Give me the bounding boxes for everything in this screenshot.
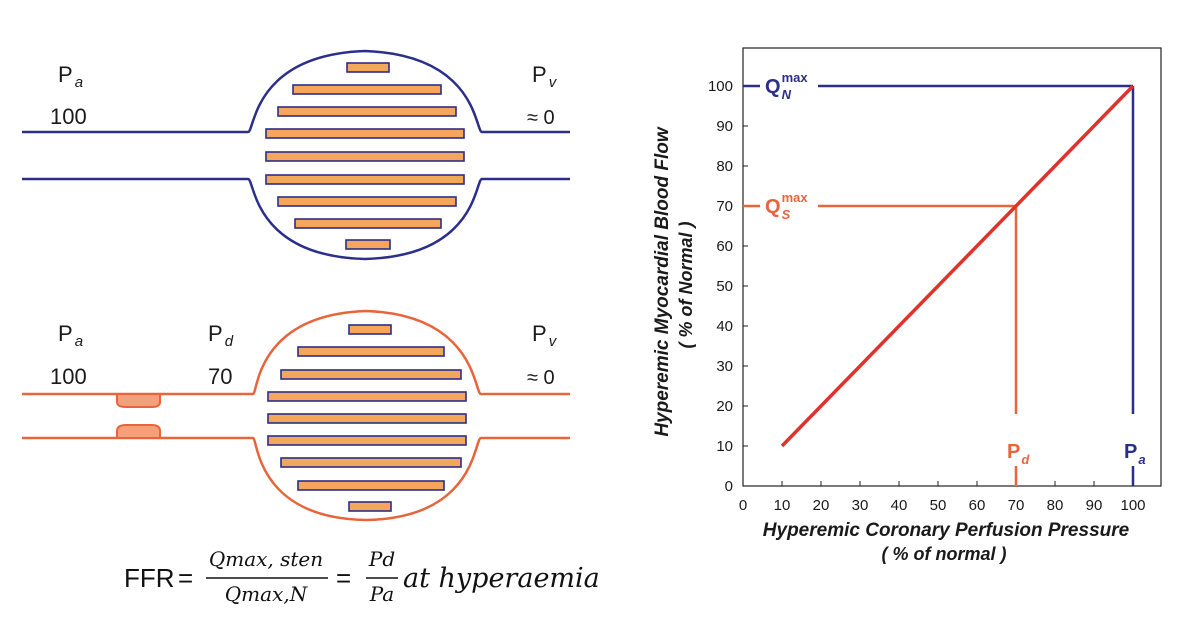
chart-frame — [742, 47, 1162, 487]
y-tick-label: 30 — [716, 358, 733, 375]
x-tick-label: 30 — [852, 497, 869, 514]
formula-ffr: FFR — [124, 563, 175, 593]
capillary-bar — [280, 457, 462, 468]
capillary-bar — [297, 346, 445, 357]
capillary-bar — [267, 391, 467, 402]
ffr-formula: FFR = Qmax, sten Qmax,N = Pd Pa at hyper… — [124, 547, 600, 606]
top-pa-value: 100 — [50, 104, 87, 129]
chart-series — [780, 84, 1135, 448]
capillary-bar — [345, 239, 391, 250]
y-tick-label: 80 — [716, 158, 733, 175]
formula-tail: at hyperaemia — [403, 563, 600, 594]
bottom-pv-value: ≈ 0 — [527, 367, 555, 389]
formula-numerator-2: Pd — [368, 547, 395, 571]
chart-guide-lines — [743, 84, 1135, 486]
x-tick-label: 10 — [774, 497, 791, 514]
capillary-bar — [348, 501, 392, 512]
y-tick-label: 10 — [716, 438, 733, 455]
formula-denominator-2: Pa — [369, 582, 394, 606]
bottom-pd-value: 70 — [208, 364, 232, 389]
capillary-bar — [297, 480, 445, 491]
formula-denominator-1: Qmax,N — [225, 582, 309, 606]
capillary-bar — [294, 218, 442, 229]
y-tick-label: 100 — [708, 78, 733, 95]
stenosis-capillary-bars — [267, 324, 467, 512]
capillary-bar — [265, 128, 465, 139]
x-tick-label: 60 — [969, 497, 986, 514]
pa-label: Pa — [1124, 441, 1146, 467]
x-axis-unit: ( % of normal ) — [882, 544, 1007, 564]
x-tick-label: 40 — [891, 497, 908, 514]
formula-equals-2: = — [336, 563, 351, 593]
x-tick-label: 90 — [1086, 497, 1103, 514]
top-pv-value: ≈ 0 — [527, 107, 555, 129]
y-tick-label: 70 — [716, 198, 733, 215]
capillary-bar — [280, 369, 462, 380]
x-tick-label: 80 — [1047, 497, 1064, 514]
capillary-bar — [348, 324, 392, 335]
normal-vessel-walls — [22, 49, 570, 261]
capillary-bar — [265, 174, 465, 185]
y-axis-title: Hyperemic Myocardial Blood Flow — [652, 126, 673, 437]
y-tick-label: 20 — [716, 398, 733, 415]
x-tick-label: 100 — [1120, 497, 1145, 514]
x-tick-label: 0 — [739, 497, 747, 514]
pressure-flow-chart: 0 10 20 30 40 50 60 70 80 90 100 0 10 20 30 40 50 60 70 80… — [652, 47, 1162, 564]
y-tick-label: 40 — [716, 318, 733, 335]
flow-pressure-line — [780, 84, 1135, 448]
capillary-bar — [277, 106, 457, 117]
x-tick-label: 50 — [930, 497, 947, 514]
y-axis-unit: ( % of Normal ) — [676, 221, 696, 348]
formula-numerator-1: Qmax, sten — [209, 547, 323, 571]
x-axis-title: Hyperemic Coronary Perfusion Pressure — [763, 520, 1130, 541]
bottom-pa-value: 100 — [50, 364, 87, 389]
formula-equals-1: = — [178, 563, 193, 593]
stenosis-plaque-bottom — [116, 424, 161, 439]
capillary-bar — [267, 413, 467, 424]
capillary-bar — [346, 62, 390, 73]
y-tick-label: 60 — [716, 238, 733, 255]
stenosis-plaque-top — [116, 393, 161, 408]
stenosis-vessel-walls — [22, 309, 570, 522]
y-tick-label: 50 — [716, 278, 733, 295]
x-tick-label: 70 — [1008, 497, 1025, 514]
x-tick-label: 20 — [813, 497, 830, 514]
capillary-bar — [265, 151, 465, 162]
x-axis-ticks: 0 10 20 30 40 50 60 70 80 90 100 — [739, 481, 1146, 514]
capillary-bar — [277, 196, 457, 207]
y-tick-label: 0 — [725, 478, 733, 495]
y-tick-label: 90 — [716, 118, 733, 135]
normal-capillary-bars — [265, 62, 465, 250]
pd-label: Pd — [1007, 441, 1030, 467]
capillary-bar — [292, 84, 442, 95]
y-axis-ticks: 0 10 20 30 40 50 60 70 80 90 100 — [708, 78, 748, 495]
capillary-bar — [267, 435, 467, 446]
